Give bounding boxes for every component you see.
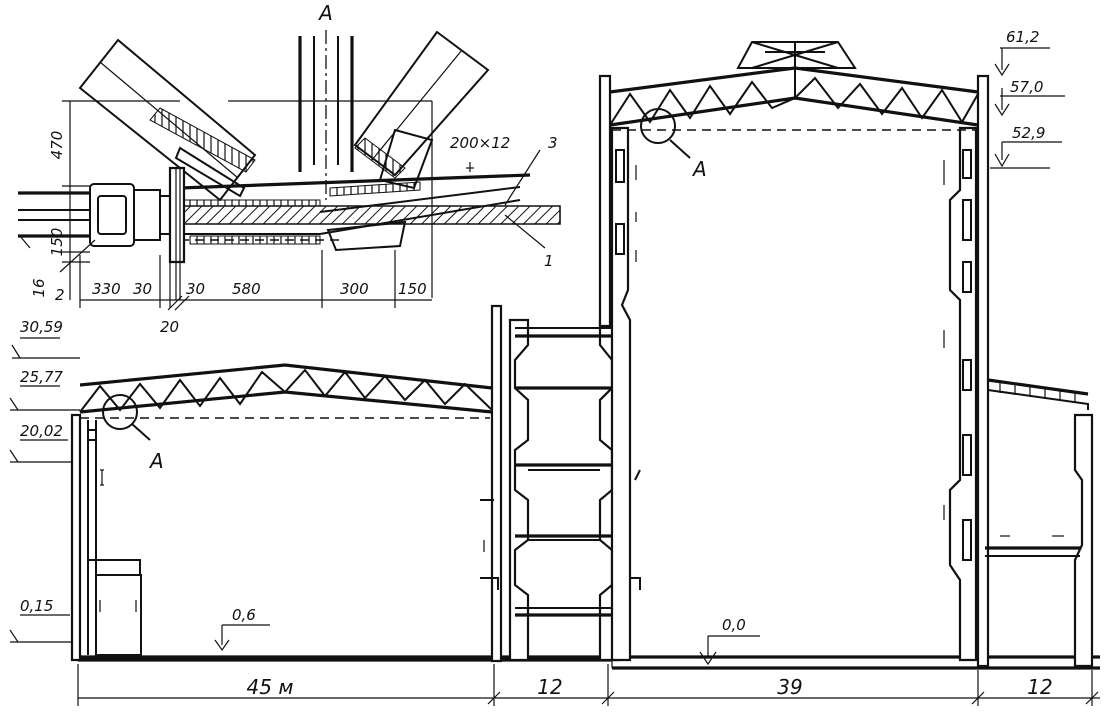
elev-52-9-label: 52,9 xyxy=(1012,124,1045,142)
elev-0-0-label: 0,0 xyxy=(722,616,746,634)
elevation-57-0: 57,0 xyxy=(994,78,1065,117)
elevation-0-0: 0,0 xyxy=(699,616,760,666)
right-hall-left-column-slots xyxy=(615,149,637,262)
dim-16: 16 xyxy=(30,278,48,297)
span-39-label: 39 xyxy=(777,675,802,699)
detail-vertical-member xyxy=(298,30,354,200)
elev-20-02-label: 20,02 xyxy=(20,422,63,440)
elev-30-59-label: 30,59 xyxy=(20,318,63,336)
dim-470: 470 xyxy=(48,131,66,160)
marker-a-right: A xyxy=(691,157,707,181)
right-hall: A xyxy=(598,41,990,668)
ground-line xyxy=(75,655,1100,670)
dim-30b: 30 xyxy=(186,280,205,298)
plate-size-label: 200×12 xyxy=(450,134,510,152)
dim-330: 330 xyxy=(92,280,121,298)
dim-580: 580 xyxy=(232,280,261,298)
marker-a-left: A xyxy=(148,449,164,473)
detail-dimensions xyxy=(19,100,546,311)
left-truss-web xyxy=(79,368,493,413)
callout-1: 1 xyxy=(544,252,554,270)
right-hall-right-column-slots xyxy=(943,149,972,561)
elevation-25-77: 25,77 xyxy=(9,368,80,411)
dim-150-horizontal: 150 xyxy=(398,280,427,298)
elev-61-2-label: 61,2 xyxy=(1006,28,1039,46)
detail-bolt-assembly xyxy=(18,166,186,300)
detail-top-chord xyxy=(179,100,561,298)
annex-roof-ribs xyxy=(999,382,1076,403)
elevation-30-59: 30,59 xyxy=(11,318,80,359)
dim-30a: 30 xyxy=(133,280,152,298)
elev-57-0-label: 57,0 xyxy=(1010,78,1043,96)
elev-0-15-label: 0,15 xyxy=(20,597,53,615)
callout-2: 2 xyxy=(55,286,65,304)
joint-detail-a: A 200×12 3 1 2 470 150 16 330 30 30 580 … xyxy=(18,1,561,336)
elevation-0-6: 0,6 xyxy=(214,606,270,652)
dim-20: 20 xyxy=(160,318,179,336)
elev-25-77-label: 25,77 xyxy=(20,368,63,386)
elevation-0-15: 0,15 xyxy=(9,597,72,643)
elev-0-6-label: 0,6 xyxy=(232,606,256,624)
elevation-52-9: 52,9 xyxy=(990,124,1062,169)
span-45-label: 45 м xyxy=(247,675,294,699)
span-12-middle-label: 12 xyxy=(537,675,562,699)
left-hall: A xyxy=(70,363,493,662)
span-12-annex-label: 12 xyxy=(1027,675,1052,699)
detail-left-diagonal xyxy=(78,38,257,202)
elevation-marks: 30,59 25,77 20,02 0,15 0,6 xyxy=(9,28,1065,666)
elevation-61-2: 61,2 xyxy=(994,28,1050,77)
span-dimensions: 45 м 12 39 12 xyxy=(77,664,1100,706)
right-annex xyxy=(985,378,1094,668)
dim-150-vertical: 150 xyxy=(48,228,66,257)
detail-title: A xyxy=(317,1,333,25)
elevation-20-02: 20,02 xyxy=(9,422,72,463)
callout-3: 3 xyxy=(548,134,558,152)
detail-right-diagonal xyxy=(353,30,490,190)
dim-300: 300 xyxy=(340,280,369,298)
